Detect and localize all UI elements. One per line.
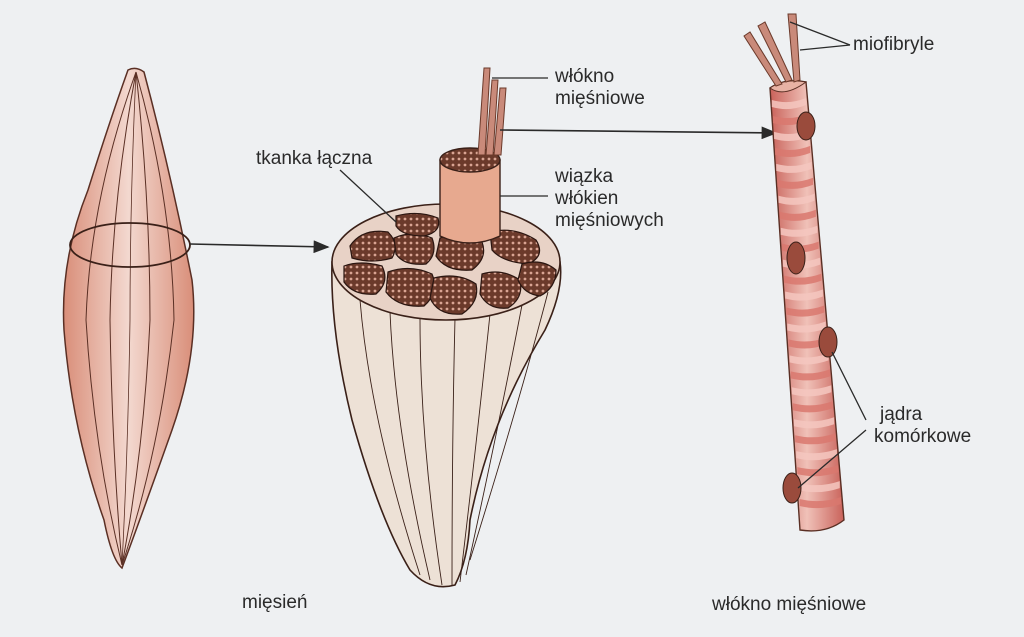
fiber-band bbox=[798, 481, 840, 493]
fiber-band bbox=[784, 273, 822, 285]
fiber-band bbox=[787, 321, 826, 333]
fiber-band bbox=[785, 289, 823, 301]
fiber-band bbox=[786, 305, 825, 317]
muscle-section bbox=[331, 67, 562, 588]
label-tkanka-laczna: tkanka łączna bbox=[256, 148, 373, 169]
label-miofibryle: miofibryle bbox=[853, 34, 935, 55]
fiber-band bbox=[799, 497, 842, 509]
fiber-band bbox=[775, 145, 811, 157]
nucleus-4 bbox=[782, 472, 802, 504]
arrow-muscle-to-section bbox=[189, 240, 330, 254]
nucleus-1 bbox=[796, 111, 816, 141]
label-wlokno-line2: mięśniowe bbox=[555, 88, 645, 109]
fiber-band bbox=[771, 98, 807, 110]
nucleus-2 bbox=[786, 241, 806, 275]
fiber-band bbox=[780, 225, 818, 237]
fascicles bbox=[343, 212, 557, 315]
fiber-band bbox=[779, 209, 816, 221]
pointer-tkanka bbox=[339, 169, 397, 223]
nucleus-3 bbox=[818, 326, 838, 358]
caption-wlokno-miesniowe: włókno mięśniowe bbox=[712, 594, 867, 615]
whole-muscle bbox=[62, 67, 195, 570]
fiber-band bbox=[778, 193, 815, 205]
bundle-cylinder bbox=[439, 147, 501, 244]
fiber-band bbox=[789, 353, 829, 365]
fiber-band bbox=[777, 177, 814, 189]
label-wiazka-line1: wiązka bbox=[555, 166, 614, 187]
label-jadra-line1: jądra bbox=[880, 404, 923, 425]
pointer-jadra-a bbox=[831, 351, 867, 421]
fiber-band bbox=[776, 161, 812, 173]
label-wiazka-line3: mięśniowych bbox=[555, 210, 664, 231]
fiber-band bbox=[794, 417, 835, 429]
fiber-band bbox=[792, 401, 833, 413]
cross-section-ring bbox=[69, 222, 191, 268]
pointer-miofibryle-b bbox=[799, 44, 851, 51]
fiber-band bbox=[790, 369, 830, 381]
fiber-band bbox=[791, 385, 832, 397]
arrow-fiber-to-detail bbox=[499, 126, 778, 140]
label-jadra-line2: komórkowe bbox=[874, 426, 972, 447]
muscle-fiber bbox=[743, 13, 845, 532]
label-wlokno-line1: włókno bbox=[555, 66, 615, 87]
pointer-jadra-b bbox=[797, 429, 867, 489]
myofibrils bbox=[743, 13, 801, 87]
fiber-band bbox=[796, 449, 837, 461]
fiber-band bbox=[795, 433, 836, 445]
pointer-miofibryle-a bbox=[789, 21, 851, 46]
protruding-fibers bbox=[477, 67, 507, 156]
caption-miesien: mięsień bbox=[242, 592, 308, 613]
label-wiazka-line2: włókien bbox=[555, 188, 619, 209]
fiber-band bbox=[788, 337, 828, 349]
